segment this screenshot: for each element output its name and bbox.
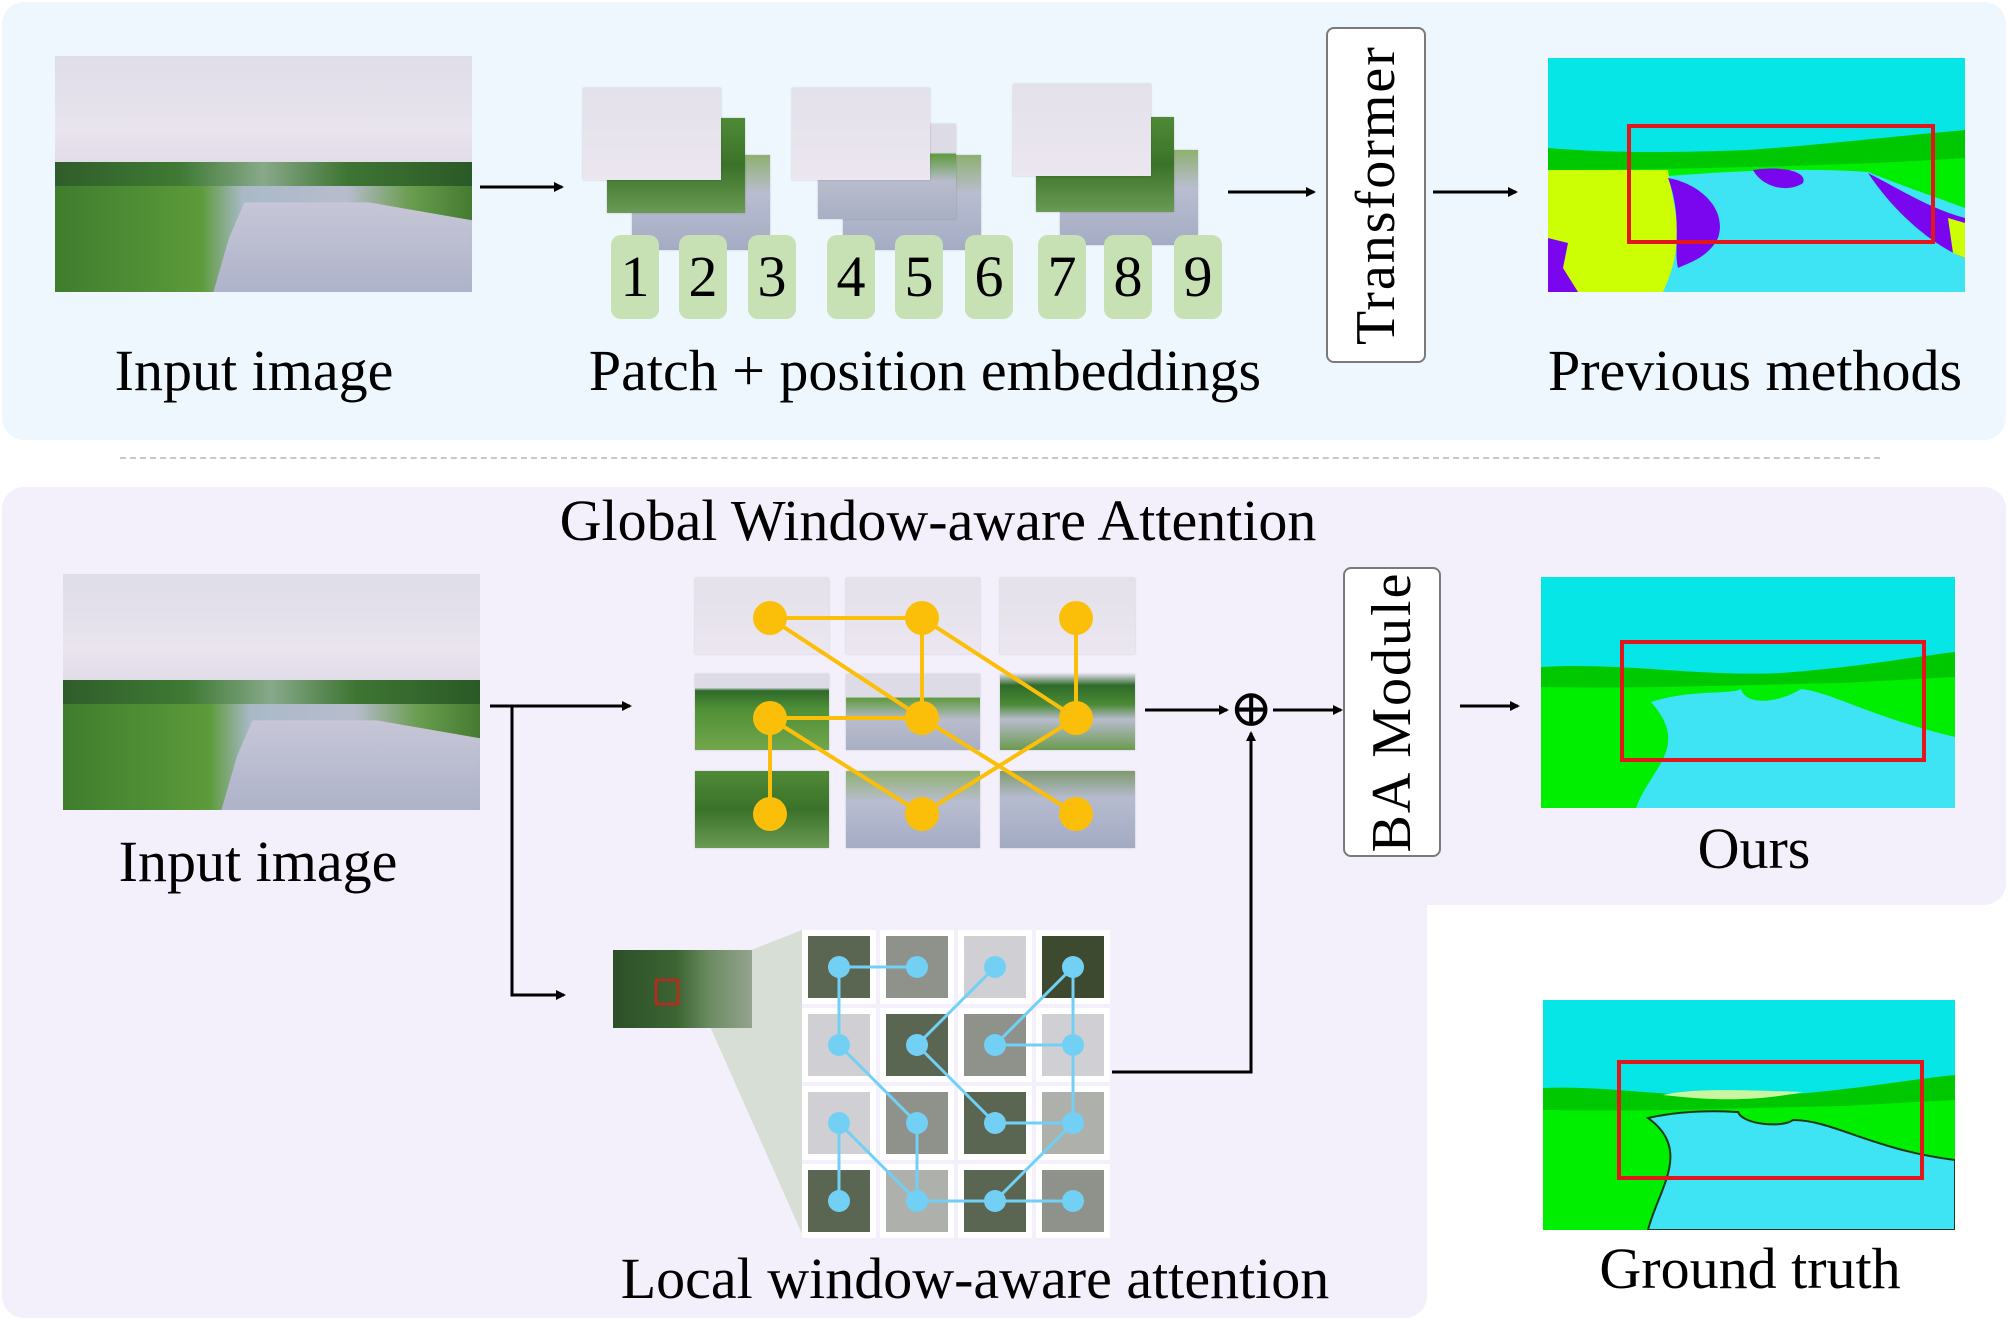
position-embedding-6: 6 (965, 235, 1013, 319)
local-pixel-node (828, 1034, 850, 1056)
global-edge (768, 716, 924, 816)
global-window-node (753, 701, 787, 735)
position-embedding-8: 8 (1104, 235, 1152, 319)
global-attention-title: Global Window-aware Attention (559, 488, 1317, 553)
local-edge (993, 965, 1075, 1047)
ours-label: Ours (1697, 816, 1811, 881)
highlight-box (1617, 1060, 1924, 1180)
section-divider (120, 457, 1880, 459)
position-embedding-2: 2 (679, 235, 727, 319)
local-attention-graph (802, 930, 1110, 1238)
position-embedding-9: 9 (1174, 235, 1222, 319)
ba-module-label: BA Module (1361, 571, 1423, 853)
local-pixel-node (828, 1112, 850, 1134)
local-pixel-node (906, 1034, 928, 1056)
local-pixel-node (1062, 1112, 1084, 1134)
global-window-node (1059, 797, 1093, 831)
local-pixel-node (984, 1034, 1006, 1056)
input-image-label-top: Input image (114, 338, 394, 403)
local-pixel-node (906, 1190, 928, 1212)
position-embedding-7: 7 (1038, 235, 1086, 319)
position-embedding-3: 3 (748, 235, 796, 319)
position-embedding-4: 4 (827, 235, 875, 319)
local-window-grid (802, 930, 1110, 1238)
bottom-panel-ours-lower (2, 860, 1427, 1318)
local-edge (993, 1121, 1075, 1203)
ba-module-block: BA Module (1343, 567, 1441, 857)
local-pixel-node (828, 956, 850, 978)
global-window-grid (695, 578, 1135, 848)
local-pixel-node (828, 1190, 850, 1212)
global-edge (768, 616, 924, 720)
previous-methods-segmentation (1548, 58, 1965, 292)
local-edge (837, 1043, 919, 1125)
global-window-node (905, 601, 939, 635)
global-window-node (1059, 601, 1093, 635)
global-edge (920, 716, 1078, 816)
ground-truth-label: Ground truth (1599, 1236, 1901, 1301)
position-embedding-5: 5 (895, 235, 943, 319)
position-embedding-1: 1 (611, 235, 659, 319)
transformer-block: Transformer (1326, 27, 1426, 363)
global-edge (920, 616, 1078, 720)
local-crop-thumbnail (613, 950, 752, 1028)
ground-truth-segmentation (1543, 1000, 1955, 1230)
local-attention-label: Local window-aware attention (620, 1246, 1330, 1311)
local-pixel-node (1062, 1034, 1084, 1056)
global-window-node (753, 797, 787, 831)
global-window-node (905, 701, 939, 735)
local-crop-highlight (655, 979, 679, 1005)
previous-methods-label: Previous methods (1547, 338, 1963, 403)
global-attention-graph (753, 601, 1093, 831)
local-edge (837, 1121, 919, 1203)
input-image-bottom (63, 574, 480, 810)
global-window-node (905, 797, 939, 831)
local-pixel-node (906, 1112, 928, 1134)
input-image-label-bottom: Input image (118, 829, 398, 894)
arrow-input-to-local (510, 706, 566, 1000)
ours-segmentation (1541, 577, 1955, 808)
local-pixel-node (906, 956, 928, 978)
patch-embeddings-label: Patch + position embeddings (588, 338, 1262, 403)
highlight-box (1620, 640, 1926, 762)
local-pixel-node (1062, 956, 1084, 978)
local-pixel-node (984, 1112, 1006, 1134)
highlight-box (1627, 124, 1935, 244)
input-image-top (55, 56, 472, 292)
global-window-node (753, 601, 787, 635)
local-edge (915, 965, 997, 1047)
local-pixel-node (1062, 1190, 1084, 1212)
local-edge (915, 1043, 997, 1125)
global-window-node (1059, 701, 1093, 735)
local-pixel-node (984, 1190, 1006, 1212)
arrow-local-to-fusion (1112, 731, 1256, 1074)
fusion-add-icon: ⊕ (1229, 681, 1273, 738)
local-pixel-node (984, 956, 1006, 978)
